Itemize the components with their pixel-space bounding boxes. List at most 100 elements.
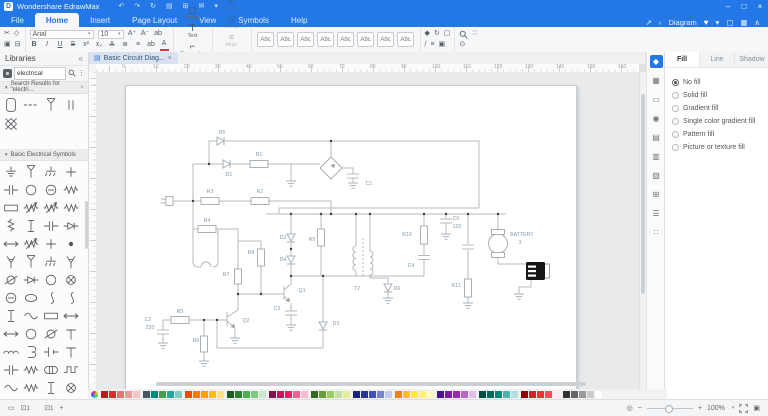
menu-tab-symbols[interactable]: Symbols (238, 16, 269, 25)
search-more-icon[interactable]: ⋮ (78, 70, 85, 78)
increase-font-icon[interactable]: A⁺ (127, 30, 137, 37)
color-swatch[interactable] (311, 390, 318, 398)
color-swatch[interactable] (385, 390, 392, 398)
color-swatch[interactable] (437, 390, 444, 398)
line-spacing-button[interactable]: ≣ (122, 41, 128, 48)
color-swatch[interactable] (193, 390, 200, 398)
redo-icon[interactable]: ↷ (134, 3, 141, 10)
library-symbol-wave[interactable] (21, 307, 41, 325)
color-swatch[interactable] (217, 390, 224, 398)
color-swatch[interactable] (259, 390, 266, 398)
library-symbol-arrow-line[interactable] (1, 235, 21, 253)
grid-icon[interactable]: ▦ (740, 18, 748, 27)
fit-selection-icon[interactable]: ◎ (626, 405, 633, 412)
color-swatch[interactable] (101, 390, 108, 398)
color-swatch[interactable] (293, 390, 300, 398)
library-symbol-i-bar[interactable] (41, 379, 61, 397)
send-icon[interactable]: ↗ (645, 18, 652, 27)
clear-format-button[interactable]: A (109, 41, 115, 48)
library-symbol-wave2[interactable] (1, 379, 21, 397)
library-symbol-fuse-box[interactable] (41, 307, 61, 325)
library-symbol-probe2[interactable] (61, 253, 81, 271)
line-weight-icon[interactable]: ≡ (430, 41, 435, 48)
menu-tab-insert[interactable]: Insert (90, 16, 111, 25)
italic-button[interactable]: I (46, 41, 48, 48)
horizontal-scrollbar[interactable] (156, 382, 586, 386)
zoom-caret-icon[interactable]: ▾ (731, 405, 735, 411)
menu-tab-help[interactable]: Help (290, 16, 308, 25)
zoom-out-button[interactable]: − (637, 404, 642, 412)
color-swatch[interactable] (521, 390, 528, 398)
library-symbol-lamp[interactable] (61, 271, 81, 289)
library-symbol-circle-x[interactable] (61, 379, 81, 397)
color-swatch[interactable] (553, 390, 560, 398)
page-tab[interactable]: ⊡1 (44, 405, 54, 412)
library-symbol-capacitor[interactable] (1, 181, 21, 199)
color-swatch[interactable] (117, 390, 124, 398)
library-symbol-coil[interactable] (1, 343, 21, 361)
library-symbol-circle-c[interactable] (21, 325, 41, 343)
color-swatch[interactable] (167, 390, 174, 398)
style-chip[interactable]: Abc (397, 32, 414, 47)
library-symbol-dashed-line[interactable] (21, 96, 41, 115)
superscript-button[interactable]: x² (83, 41, 89, 48)
library-symbol-mesh[interactable] (1, 115, 21, 134)
fill-option-picture[interactable]: Picture or texture fill (665, 141, 768, 154)
add-page-button[interactable]: + (59, 404, 64, 412)
save-icon[interactable]: ▤ (166, 3, 173, 10)
style-chip[interactable]: Abc (317, 32, 334, 47)
library-symbol-zigzag-m[interactable] (21, 379, 41, 397)
electrical-symbols-section-header[interactable]: ▼ Basic Electrical Symbols (0, 149, 88, 161)
presentation-mode-icon[interactable]: ▭ (8, 405, 15, 412)
refresh-icon[interactable]: ↻ (150, 3, 157, 10)
color-swatch[interactable] (235, 390, 242, 398)
components-icon[interactable]: ▦ (652, 76, 660, 85)
subscript-button[interactable]: x₂ (95, 41, 103, 48)
color-swatch[interactable] (335, 390, 342, 398)
zoom-in-button[interactable]: + (697, 404, 702, 412)
library-symbol-circle[interactable] (21, 181, 41, 199)
color-swatch[interactable] (595, 390, 602, 398)
color-swatch[interactable] (479, 390, 486, 398)
library-symbol-trimmer-resistor[interactable] (41, 199, 61, 217)
library-symbol-ellipse[interactable] (21, 289, 41, 307)
color-swatch[interactable] (243, 390, 250, 398)
bold-button[interactable]: B (31, 41, 37, 48)
decrease-font-icon[interactable]: A⁻ (140, 30, 150, 37)
library-symbol-plus[interactable] (61, 163, 81, 181)
library-symbol-var-capacitor[interactable] (21, 235, 41, 253)
library-symbol-circle-small[interactable] (41, 271, 61, 289)
style-chip[interactable]: Abc (297, 32, 314, 47)
highlight-icon[interactable]: ab (154, 30, 162, 37)
style-chip[interactable]: Abc (257, 32, 274, 47)
document-tab[interactable]: ▤ Basic Circuit Diag... × (88, 52, 178, 64)
font-color-button[interactable]: A (159, 39, 169, 51)
color-swatch[interactable] (461, 390, 468, 398)
vertical-scrollbar[interactable] (639, 72, 647, 389)
close-tab-icon[interactable]: × (167, 54, 172, 62)
color-swatch[interactable] (209, 390, 216, 398)
search-icon[interactable] (68, 69, 76, 77)
library-symbol-double-arrow[interactable] (61, 307, 81, 325)
library-symbol-diode[interactable] (61, 217, 81, 235)
underline-button[interactable]: U (57, 41, 63, 48)
tab-line[interactable]: Line (700, 52, 735, 67)
container-icon[interactable]: ▢ (443, 30, 451, 37)
color-wheel-icon[interactable] (91, 390, 98, 398)
color-swatch[interactable] (185, 390, 192, 398)
close-results-icon[interactable]: × (80, 83, 84, 91)
undo-icon[interactable]: ↶ (118, 3, 125, 10)
paste-icon[interactable]: ▣ (4, 41, 11, 48)
library-symbol-antenna[interactable] (21, 163, 41, 181)
library-symbol-probe[interactable] (1, 253, 21, 271)
color-swatch[interactable] (503, 390, 510, 398)
search-results-section-header[interactable]: ▼ Search Results for "electri... × (0, 81, 88, 94)
color-swatch[interactable] (285, 390, 292, 398)
fit-page-icon[interactable]: ▣ (753, 405, 760, 412)
library-symbol-capacitor2[interactable] (41, 217, 61, 235)
library-symbol-pause-bars[interactable] (61, 96, 81, 115)
color-swatch[interactable] (269, 390, 276, 398)
library-symbol-multi-zigzag[interactable] (21, 361, 41, 379)
